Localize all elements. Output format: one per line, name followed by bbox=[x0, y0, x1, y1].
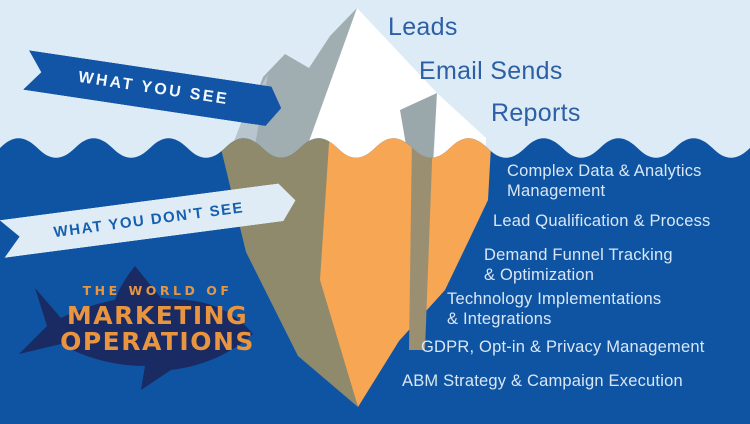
surface-label-email-sends: Email Sends bbox=[419, 57, 563, 85]
iceberg-main-peak bbox=[298, 8, 437, 172]
deep-label-demand-funnel: Demand Funnel Tracking & Optimization bbox=[484, 246, 673, 284]
shark-icon bbox=[19, 266, 253, 390]
iceberg-underwater-orange-body bbox=[320, 138, 492, 407]
iceberg-underwater-crevasse bbox=[409, 138, 433, 350]
brand-block: THE WORLD OF MARKETING OPERATIONS bbox=[40, 283, 275, 355]
deep-label-lead-qualification: Lead Qualification & Process bbox=[493, 212, 711, 230]
deep-label-gdpr: GDPR, Opt-in & Privacy Management bbox=[421, 338, 705, 356]
deep-label-abm: ABM Strategy & Campaign Execution bbox=[402, 372, 683, 390]
iceberg-gray-facet bbox=[234, 8, 357, 172]
deep-label-complex-data: Complex Data & Analytics Management bbox=[507, 162, 702, 200]
surface-label-leads: Leads bbox=[388, 13, 458, 41]
deep-label-technology: Technology Implementations & Integration… bbox=[447, 290, 662, 328]
brand-title-line2: OPERATIONS bbox=[60, 327, 255, 356]
surface-label-reports: Reports bbox=[491, 99, 581, 127]
brand-kicker: THE WORLD OF bbox=[82, 283, 233, 298]
brand-title-line1: MARKETING bbox=[66, 301, 249, 330]
